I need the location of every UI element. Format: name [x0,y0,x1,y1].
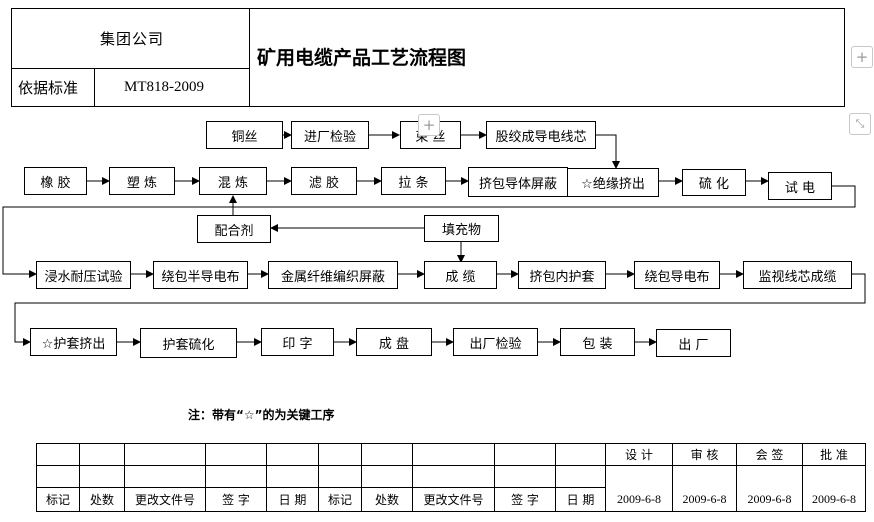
layout-options-glyph: ⤡ [855,117,865,130]
col-mark: 标记 [36,487,80,512]
table-cell [205,443,267,466]
table-cell [412,465,495,488]
step-sheath-extrusion: ☆护套挤出 [30,328,117,356]
step-coiling: 成 盘 [356,328,432,356]
date-approve: 2009-6-8 [802,465,866,512]
role-design: 设 计 [605,443,673,466]
role-approve: 批 准 [802,443,866,466]
col-change-doc: 更改文件号 [124,487,206,512]
step-sheath-vulcanizing: 护套硫化 [140,328,237,358]
signoff-header-row: 标记 处数 更改文件号 签 字 日 期 标记 处数 更改文件号 签 字 日 期 [36,487,866,512]
role-countersign: 会 签 [736,443,803,466]
step-printing: 印 字 [261,328,334,356]
col-signature: 签 字 [494,487,556,512]
step-conductive-tape: 绕包导电布 [634,261,720,289]
signoff-table: 设 计 审 核 会 签 批 准 2009-6-8 2009-6-8 2009-6… [36,443,866,512]
basis-label: 依据标准 [18,79,79,97]
step-conductor-shield-extrusion: 挤包导体屏蔽 [468,167,568,197]
signoff-role-row: 设 计 审 核 会 签 批 准 [36,443,866,466]
step-filler: 填充物 [424,215,499,242]
layout-options-icon[interactable]: ⤡ [849,113,871,135]
standard-number: MT818-2009 [124,79,204,95]
step-stripping: 拉 条 [381,167,446,195]
header-block: 集团公司 依据标准 MT818-2009 矿用电缆产品工艺流程图 [11,8,845,107]
table-cell [36,465,80,488]
table-cell [124,443,206,466]
table-cell [318,443,362,466]
table-cell [266,465,319,488]
add-icon-glyph: + [855,48,869,66]
date-review: 2009-6-8 [672,465,737,512]
step-shipment: 出 厂 [656,329,731,357]
step-straining: 滤 胶 [291,167,357,195]
company-name: 集团公司 [100,30,165,48]
col-mark: 标记 [318,487,362,512]
step-copper-wire: 铜丝 [206,121,283,149]
col-date: 日 期 [555,487,606,512]
step-mixing: 混 炼 [199,167,267,195]
table-cell [79,465,125,488]
step-insulation-extrusion: ☆绝缘挤出 [567,168,659,197]
table-cell [361,465,413,488]
header-cell-divider [94,68,95,106]
table-cell [79,443,125,466]
col-change-doc: 更改文件号 [412,487,495,512]
table-cell [318,465,362,488]
key-process-note: 注：带有“☆”的为关键工序 [188,408,335,422]
step-spark-test: 试 电 [768,172,832,200]
step-metal-fiber-braiding: 金属纤维编织屏蔽 [268,261,398,289]
step-inner-sheath-extrusion: 挤包内护套 [518,261,606,289]
step-semiconductive-tape: 绕包半导电布 [153,261,248,289]
page-title: 矿用电缆产品工艺流程图 [257,47,467,69]
table-cell [205,465,267,488]
col-date: 日 期 [266,487,319,512]
step-final-inspection: 出厂检验 [453,328,538,356]
role-review: 审 核 [672,443,737,466]
col-count: 处数 [361,487,413,512]
step-compounding-agent: 配合剂 [197,215,271,243]
table-cell [412,443,495,466]
table-cell [266,443,319,466]
table-cell [124,465,206,488]
step-rubber: 橡 胶 [24,167,87,195]
step-water-immersion-test: 浸水耐压试验 [36,261,131,289]
table-cell [494,465,556,488]
header-row-divider [12,68,250,69]
step-packaging: 包 装 [560,328,635,356]
signoff-blank-row: 2009-6-8 2009-6-8 2009-6-8 2009-6-8 [36,465,866,512]
col-count: 处数 [79,487,125,512]
step-plasticating: 塑 炼 [109,167,175,195]
step-pilot-core-cabling: 监视线芯成缆 [743,261,852,289]
date-design: 2009-6-8 [605,465,673,512]
table-cell [36,443,80,466]
col-signature: 签 字 [205,487,267,512]
step-vulcanizing: 硫 化 [682,169,746,196]
header-divider [249,9,250,106]
step-cabling: 成 缆 [424,261,497,289]
add-icon-glyph: + [422,116,436,134]
table-cell [555,465,606,488]
add-icon[interactable]: + [418,114,440,136]
step-stranded-conductor: 股绞成导电线芯 [486,121,596,149]
table-cell [361,443,413,466]
table-cell [555,443,606,466]
add-icon[interactable]: + [851,46,873,68]
step-incoming-inspection: 进厂检验 [291,121,369,149]
table-cell [494,443,556,466]
date-countersign: 2009-6-8 [736,465,803,512]
